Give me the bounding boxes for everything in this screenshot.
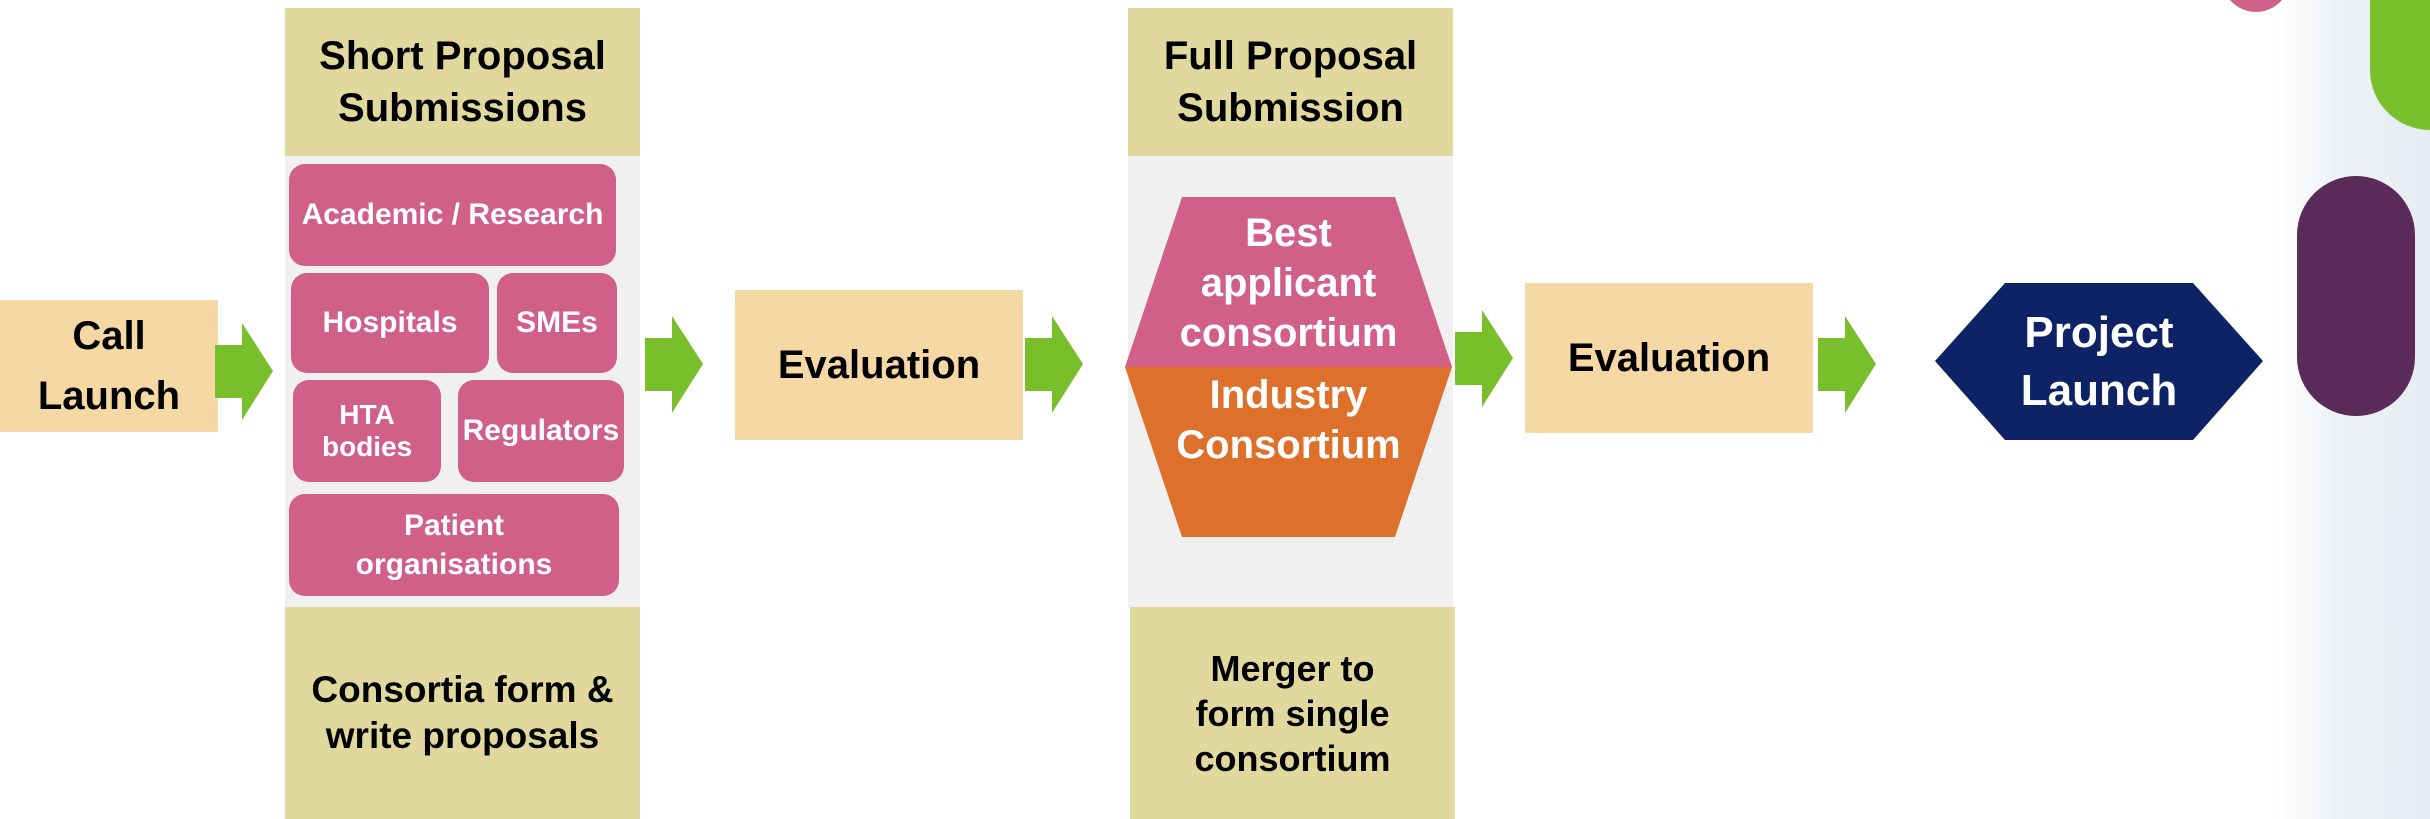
industry-consortium-shape: [1125, 367, 1452, 537]
stakeholder-hospitals: Hospitals: [291, 273, 489, 373]
best-applicant-label: Best applicant consortium: [1179, 210, 1398, 355]
arrow-right-icon: [1455, 310, 1513, 407]
evaluation-box-2: Evaluation: [1525, 283, 1813, 433]
stakeholder-regulators: Regulators: [458, 380, 624, 482]
short-proposal-header: Short Proposal Submissions: [285, 8, 640, 156]
industry-consortium-label: Industry Consortium: [1176, 373, 1401, 467]
stakeholder-smes: SMEs: [497, 273, 617, 373]
arrow-right-icon: [1818, 316, 1876, 413]
call-launch-label: Call Launch: [37, 314, 181, 418]
arrow-right-icon: [1025, 316, 1083, 413]
project-launch-hexagon: [1935, 283, 2263, 440]
call-launch-box: Call Launch: [0, 300, 218, 432]
full-proposal-header: Full Proposal Submission: [1128, 8, 1453, 156]
arrow-right-icon: [645, 316, 703, 413]
short-proposal-footer: Consortia form & write proposals: [285, 607, 640, 819]
stakeholder-hta: HTA bodies: [293, 380, 441, 482]
decorative-purple-pill: [2297, 176, 2415, 416]
stakeholder-patients: Patient organisations: [289, 494, 619, 596]
best-applicant-shape: [1125, 197, 1452, 367]
full-proposal-footer: Merger to form single consortium: [1130, 607, 1455, 819]
arrow-right-icon: [215, 323, 273, 420]
stakeholder-academic: Academic / Research: [289, 164, 616, 266]
evaluation-box-1: Evaluation: [735, 290, 1023, 440]
consortium-hexagon: [1125, 197, 1452, 537]
project-launch-label: Project Launch: [2020, 308, 2178, 415]
